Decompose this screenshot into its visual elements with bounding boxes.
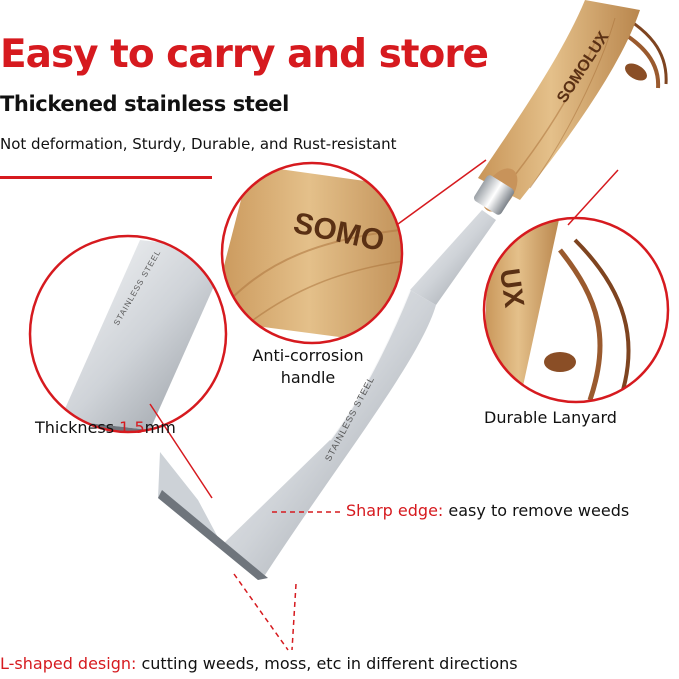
design-highlight: L-shaped design: bbox=[0, 654, 137, 673]
red-divider bbox=[0, 176, 212, 179]
callout-lines bbox=[149, 159, 619, 651]
zoom-circle-handle: SOMO bbox=[220, 161, 404, 345]
zoom-circle-thickness: STAINLESS STEEL bbox=[28, 234, 228, 434]
thickness-unit: mm bbox=[144, 418, 176, 437]
handle-callout: Anti-corrosion handle bbox=[246, 345, 370, 389]
headline: Easy to carry and store bbox=[0, 32, 489, 77]
lanyard-callout: Durable Lanyard bbox=[484, 408, 617, 427]
handle-callout-line1: Anti-corrosion bbox=[252, 346, 364, 365]
edge-text: easy to remove weeds bbox=[443, 501, 630, 520]
thickness-value: 1.5 bbox=[119, 418, 145, 437]
thickness-prefix: Thickness bbox=[35, 418, 120, 437]
design-callout: L-shaped design: cutting weeds, moss, et… bbox=[0, 654, 518, 673]
zoom-lanyard-brand-text: UX bbox=[494, 267, 530, 310]
subheadline: Thickened stainless steel bbox=[0, 92, 289, 116]
description: Not deformation, Sturdy, Durable, and Ru… bbox=[0, 135, 397, 153]
handle-callout-line2: handle bbox=[280, 368, 336, 387]
edge-highlight: Sharp edge: bbox=[346, 501, 444, 520]
zoom-circle-lanyard: UX bbox=[482, 216, 670, 404]
ferrule bbox=[473, 175, 515, 215]
design-text: cutting weeds, moss, etc in different di… bbox=[136, 654, 518, 673]
thickness-callout: Thickness 1.5mm bbox=[35, 418, 176, 437]
edge-callout: Sharp edge: easy to remove weeds bbox=[346, 501, 629, 520]
